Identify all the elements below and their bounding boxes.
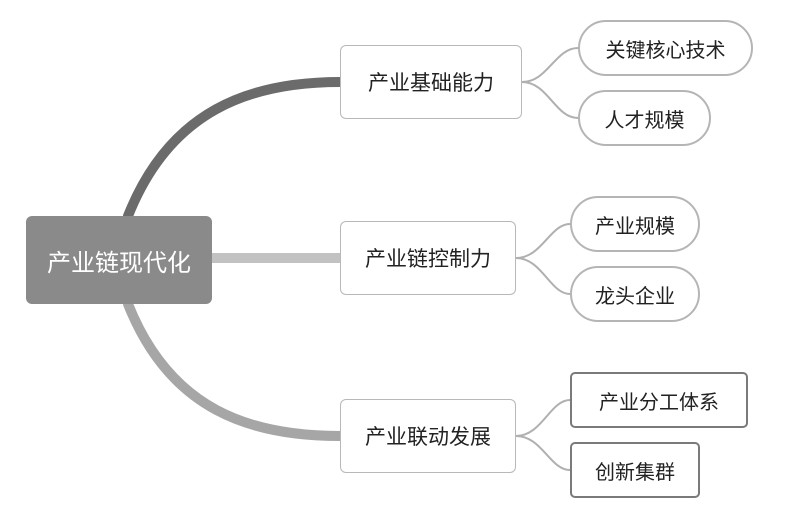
leaf-label: 人才规模: [604, 107, 685, 132]
branch-node-2: 产业链控制力: [340, 221, 516, 295]
leaf-node: 人才规模: [578, 90, 711, 146]
branch-label: 产业链控制力: [365, 247, 491, 271]
branch-node-3: 产业联动发展: [340, 399, 516, 473]
leaf-node: 产业分工体系: [570, 372, 748, 428]
leaf-connector-1b: [521, 81, 579, 119]
leaf-label: 龙头企业: [595, 283, 675, 308]
leaf-connector-1a: [521, 47, 579, 83]
leaf-node: 关键核心技术: [578, 20, 753, 76]
branch-connector-3: [123, 299, 345, 441]
leaf-label: 关键核心技术: [605, 37, 726, 62]
leaf-node: 创新集群: [570, 442, 700, 498]
branch-label: 产业联动发展: [365, 425, 491, 449]
leaf-node: 产业规模: [570, 196, 700, 252]
leaf-label: 创新集群: [595, 459, 675, 484]
leaf-node: 龙头企业: [570, 266, 700, 322]
leaf-connector-3b: [515, 435, 571, 471]
leaf-connector-2b: [515, 257, 571, 295]
branch-node-1: 产业基础能力: [340, 45, 522, 119]
leaf-connector-3a: [515, 399, 571, 437]
branch-connector-1: [123, 77, 345, 221]
leaf-label: 产业规模: [595, 213, 675, 238]
branch-label: 产业基础能力: [368, 71, 494, 95]
leaf-label: 产业分工体系: [599, 389, 719, 414]
root-node: 产业链现代化: [26, 216, 212, 304]
root-label: 产业链现代化: [47, 248, 191, 277]
leaf-connector-2a: [515, 223, 571, 259]
